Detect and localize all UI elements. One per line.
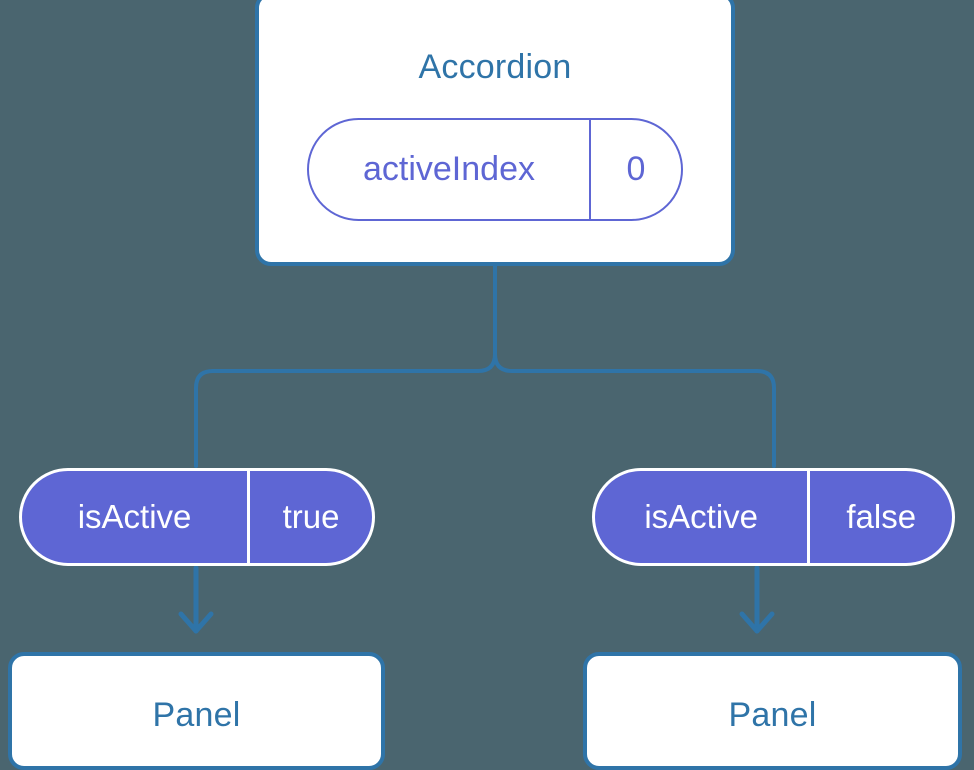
state-pill-key: activeIndex	[362, 150, 535, 188]
panel-card-left[interactable]: Panel	[8, 652, 385, 770]
prop-pill-is-active-true[interactable]: isActive true	[19, 468, 375, 566]
panel-card-left-title: Panel	[152, 696, 241, 734]
prop-pill-is-active-false[interactable]: isActive false	[592, 468, 955, 566]
downward-arrow-right	[739, 565, 775, 634]
tree-branch-connector	[194, 264, 497, 468]
panel-card-right-title: Panel	[728, 696, 817, 734]
downward-arrow-left	[178, 565, 214, 634]
state-pill-value: 0	[588, 120, 681, 219]
prop-pill-key: isActive	[77, 498, 192, 535]
prop-pill-value: false	[807, 471, 952, 563]
accordion-card-title: Accordion	[418, 48, 572, 86]
tree-branch-connector-right	[493, 264, 776, 468]
panel-card-right[interactable]: Panel	[583, 652, 962, 770]
prop-pill-key: isActive	[644, 498, 759, 535]
prop-pill-value: true	[247, 471, 372, 563]
state-pill-active-index[interactable]: activeIndex 0	[307, 118, 683, 221]
